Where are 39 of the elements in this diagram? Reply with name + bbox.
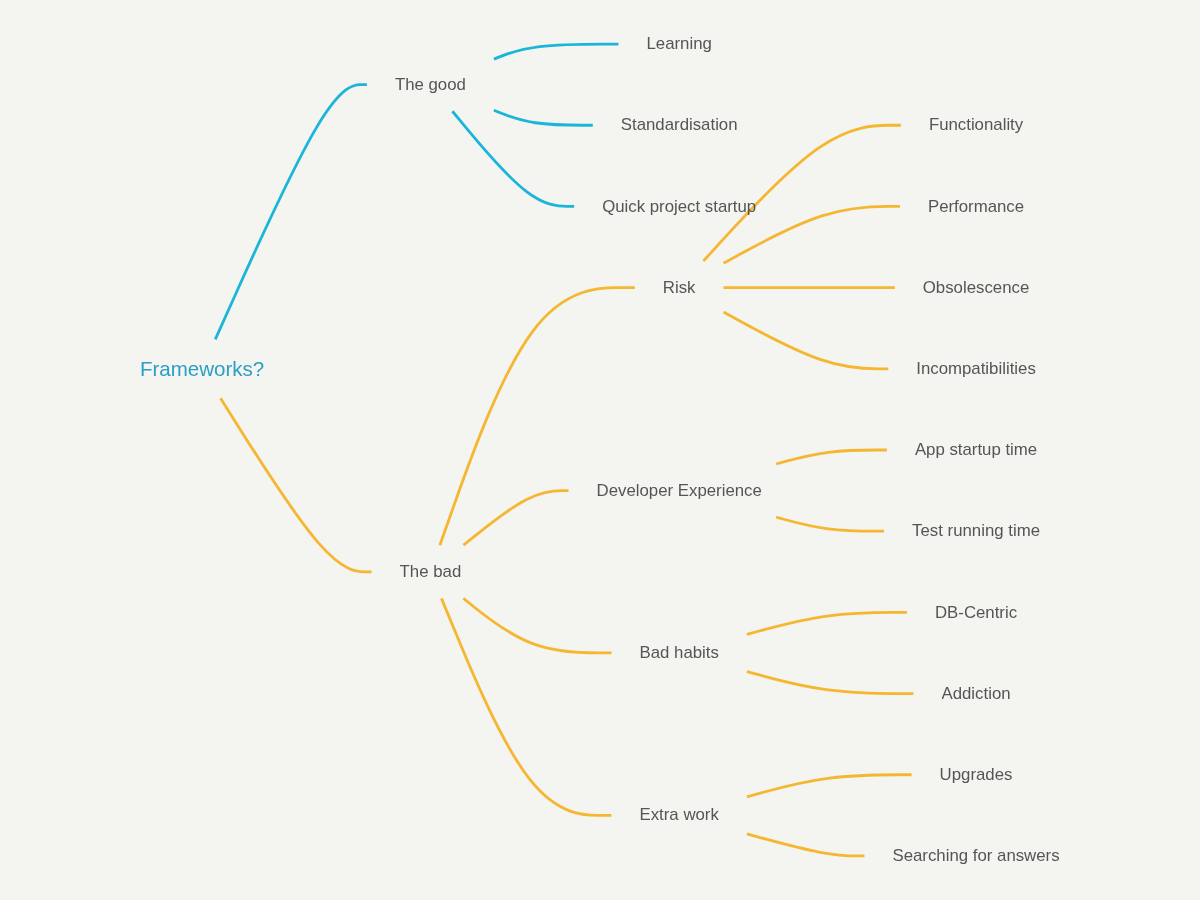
- connector: [462, 597, 612, 655]
- node-text: Standardisation: [621, 115, 738, 135]
- connector: [493, 108, 594, 127]
- node-text: Addiction: [941, 683, 1011, 703]
- connector: [440, 597, 612, 817]
- connector: [462, 489, 569, 547]
- connector: [746, 611, 908, 636]
- node-text: DB-Centric: [935, 602, 1018, 622]
- connector: [723, 286, 896, 289]
- node-text: The bad: [399, 561, 462, 581]
- node-text: Test running time: [912, 521, 1041, 541]
- node-text: Searching for answers: [892, 846, 1060, 865]
- connector: [776, 448, 888, 466]
- connector: [214, 83, 368, 340]
- node-text: Learning: [646, 34, 713, 53]
- node-text: Bad habits: [639, 643, 720, 662]
- connector: [702, 123, 902, 262]
- node-text: Performance: [928, 196, 1025, 216]
- connector: [723, 205, 901, 265]
- connector: [746, 832, 865, 858]
- node-text: The good: [395, 74, 467, 94]
- node-text: Upgrades: [939, 764, 1013, 784]
- connector: [776, 515, 885, 533]
- node-text: Obsolescence: [923, 277, 1030, 297]
- connector: [723, 310, 889, 371]
- connector: [746, 773, 912, 799]
- connector: [493, 42, 619, 61]
- node-text: Risk: [663, 277, 696, 297]
- connector: [219, 397, 372, 574]
- node-text: Functionality: [929, 115, 1024, 135]
- node-text: Quick project startup: [602, 196, 757, 216]
- node-text: Extra work: [639, 805, 720, 825]
- node-text: App startup time: [915, 440, 1038, 459]
- node-text: Developer Experience: [596, 480, 763, 500]
- connector: [438, 286, 636, 546]
- connector: [451, 110, 575, 208]
- connector: [746, 670, 914, 695]
- node-text: Incompatibilities: [916, 359, 1037, 378]
- node-text: Frameworks?: [140, 357, 265, 381]
